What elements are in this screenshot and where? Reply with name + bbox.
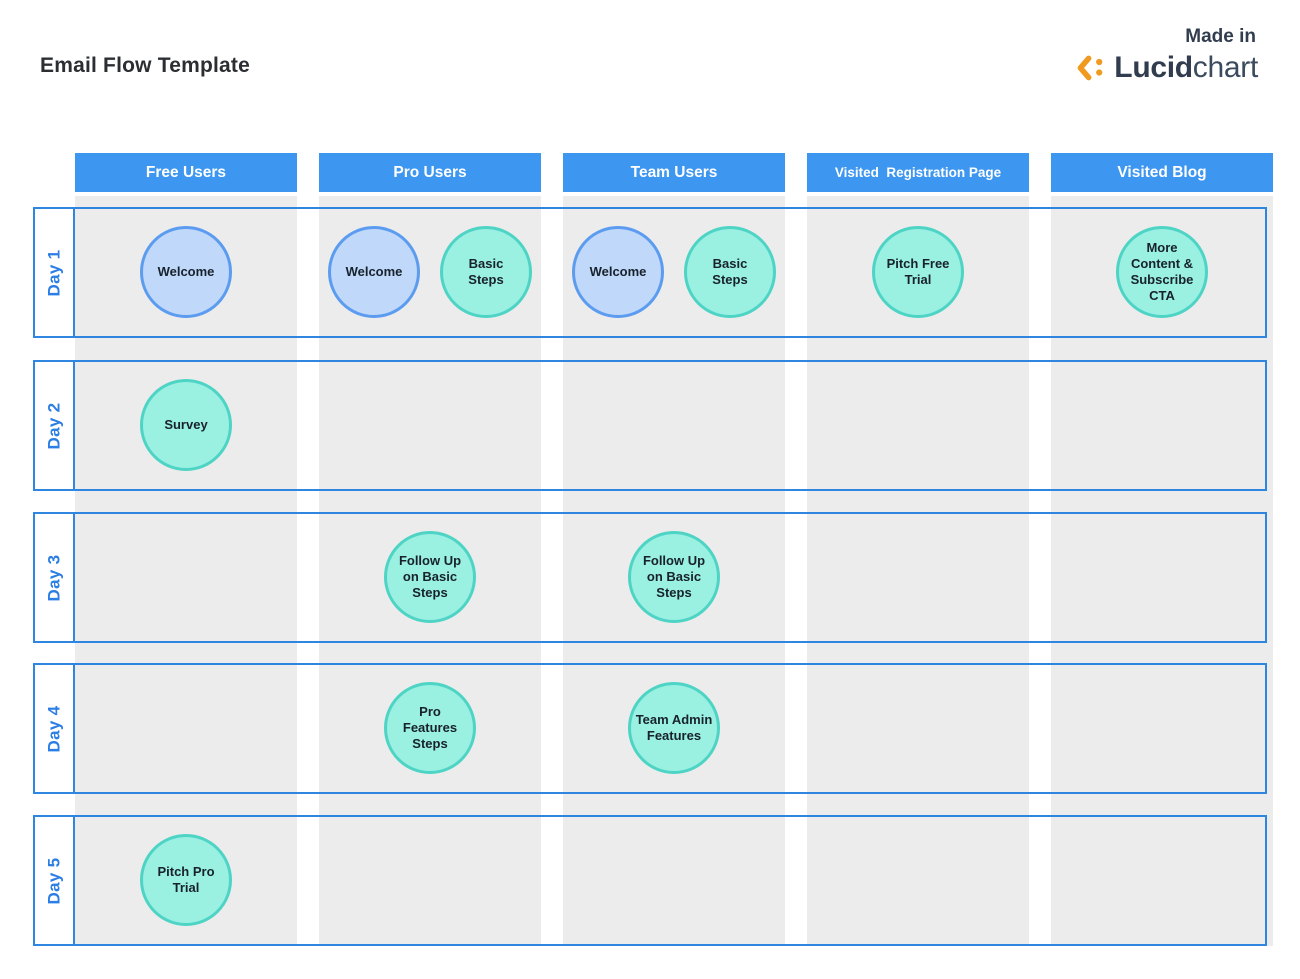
node-label: Basic Steps (468, 255, 504, 287)
node-basic-steps-day1-pro: Basic Steps (440, 226, 532, 318)
day-2-label-cell: Day 2 (35, 362, 75, 489)
node-follow-up-basic-steps-day3-pro: Follow Up on Basic Steps (384, 531, 476, 623)
column-header-free-users: Free Users (75, 153, 297, 192)
day-1-label: Day 1 (44, 249, 63, 296)
column-header-team-users: Team Users (563, 153, 785, 192)
day-4-label: Day 4 (44, 705, 63, 752)
day-4-label-cell: Day 4 (35, 665, 75, 792)
node-pitch-pro-trial-day5-free: Pitch Pro Trial (140, 834, 232, 926)
node-welcome-day1-free: Welcome (140, 226, 232, 318)
day-5-label: Day 5 (44, 857, 63, 904)
column-header-label: Team Users (630, 163, 718, 181)
node-label: Pro Features Steps (402, 703, 458, 752)
lane-visited-registration-page (807, 196, 1029, 946)
lucidchart-logo-icon (1077, 55, 1103, 81)
day-1-label-cell: Day 1 (35, 209, 75, 336)
node-pro-features-steps-day4-pro: Pro Features Steps (384, 682, 476, 774)
node-label: Pitch Free Trial (886, 255, 950, 287)
row-day-2: Day 2 (33, 360, 1267, 491)
node-team-admin-features-day4-team: Team Admin Features (628, 682, 720, 774)
row-day-5: Day 5 (33, 815, 1267, 946)
lucidchart-logo: Lucidchart (1074, 51, 1258, 84)
node-pitch-free-trial-day1: Pitch Free Trial (872, 226, 964, 318)
column-header-label: Visited Registration Page (834, 165, 1002, 180)
node-label: Welcome (157, 263, 215, 279)
day-2-label: Day 2 (44, 402, 63, 449)
column-header-label: Visited Blog (1117, 163, 1207, 181)
node-label: Basic Steps (712, 255, 748, 287)
node-label: More Content & Subscribe CTA (1130, 239, 1194, 304)
column-header-pro-users: Pro Users (319, 153, 541, 192)
node-label: Welcome (589, 263, 647, 279)
lucidchart-branding: Made in Lucidchart (1074, 26, 1258, 84)
logo-chart: chart (1192, 50, 1259, 84)
lucidchart-wordmark: Lucidchart (1114, 50, 1259, 84)
node-survey-day2-free: Survey (140, 379, 232, 471)
page-title: Email Flow Template (40, 54, 250, 77)
column-header-visited-blog: Visited Blog (1051, 153, 1273, 192)
node-welcome-day1-pro: Welcome (328, 226, 420, 318)
node-welcome-day1-team: Welcome (572, 226, 664, 318)
day-3-label: Day 3 (44, 554, 63, 601)
column-header-label: Free Users (145, 163, 227, 181)
column-header-label: Pro Users (393, 163, 467, 181)
made-in-text: Made in (1185, 26, 1256, 47)
lane-free-users (75, 196, 297, 946)
row-day-3: Day 3 (33, 512, 1267, 643)
node-more-content-subscribe-cta-day1: More Content & Subscribe CTA (1116, 226, 1208, 318)
node-label: Team Admin Features (635, 711, 713, 743)
day-5-label-cell: Day 5 (35, 817, 75, 944)
node-basic-steps-day1-team: Basic Steps (684, 226, 776, 318)
day-3-label-cell: Day 3 (35, 514, 75, 641)
node-follow-up-basic-steps-day3-team: Follow Up on Basic Steps (628, 531, 720, 623)
column-header-visited-registration-page: Visited Registration Page (807, 153, 1029, 192)
row-day-4: Day 4 (33, 663, 1267, 794)
lane-visited-blog (1051, 196, 1273, 946)
logo-lucid: Lucid (1114, 50, 1193, 84)
node-label: Survey (164, 416, 208, 432)
row-day-1: Day 1 (33, 207, 1267, 338)
node-label: Follow Up on Basic Steps (398, 552, 462, 601)
node-label: Welcome (345, 263, 403, 279)
node-label: Follow Up on Basic Steps (642, 552, 706, 601)
node-label: Pitch Pro Trial (157, 863, 215, 895)
